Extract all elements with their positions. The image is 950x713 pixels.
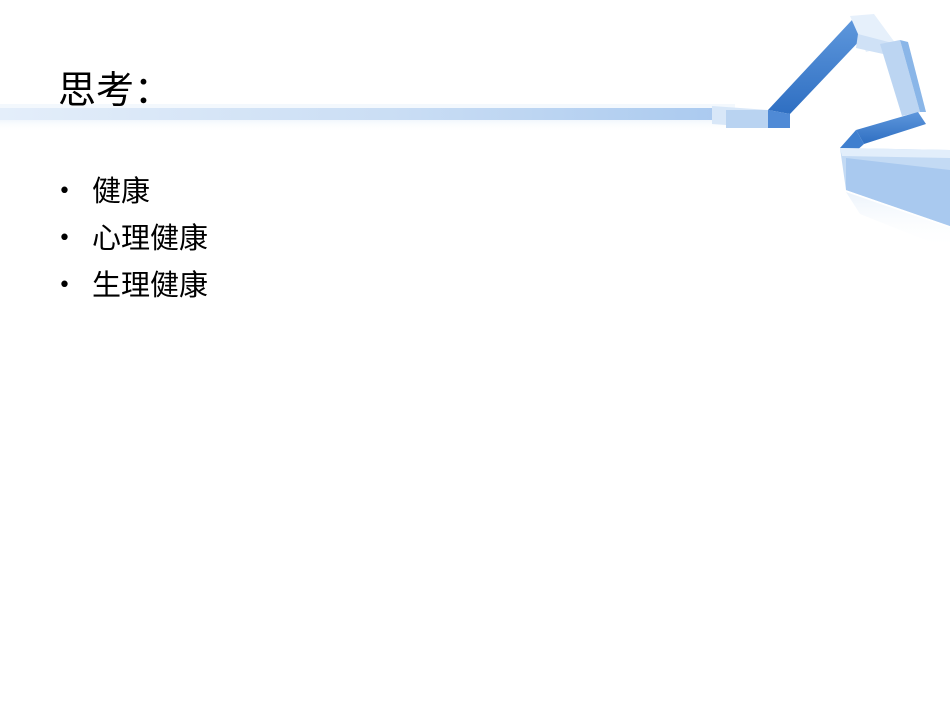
paper-ribbon-roof-icon <box>0 14 950 250</box>
bullet-dot-icon: • <box>58 178 71 204</box>
bullet-item: • 心理健康 <box>58 215 208 262</box>
bullet-item: • 生理健康 <box>58 262 208 309</box>
bullet-dot-icon: • <box>58 225 71 251</box>
bullet-text: 心理健康 <box>92 221 209 255</box>
bullet-item: • 健康 <box>58 168 208 215</box>
slide-title: 思考： <box>58 68 173 112</box>
bullet-dot-icon: • <box>58 272 71 298</box>
bullet-list: • 健康 • 心理健康 • 生理健康 <box>58 168 208 309</box>
bullet-text: 生理健康 <box>92 268 209 302</box>
bullet-text: 健康 <box>92 174 151 208</box>
